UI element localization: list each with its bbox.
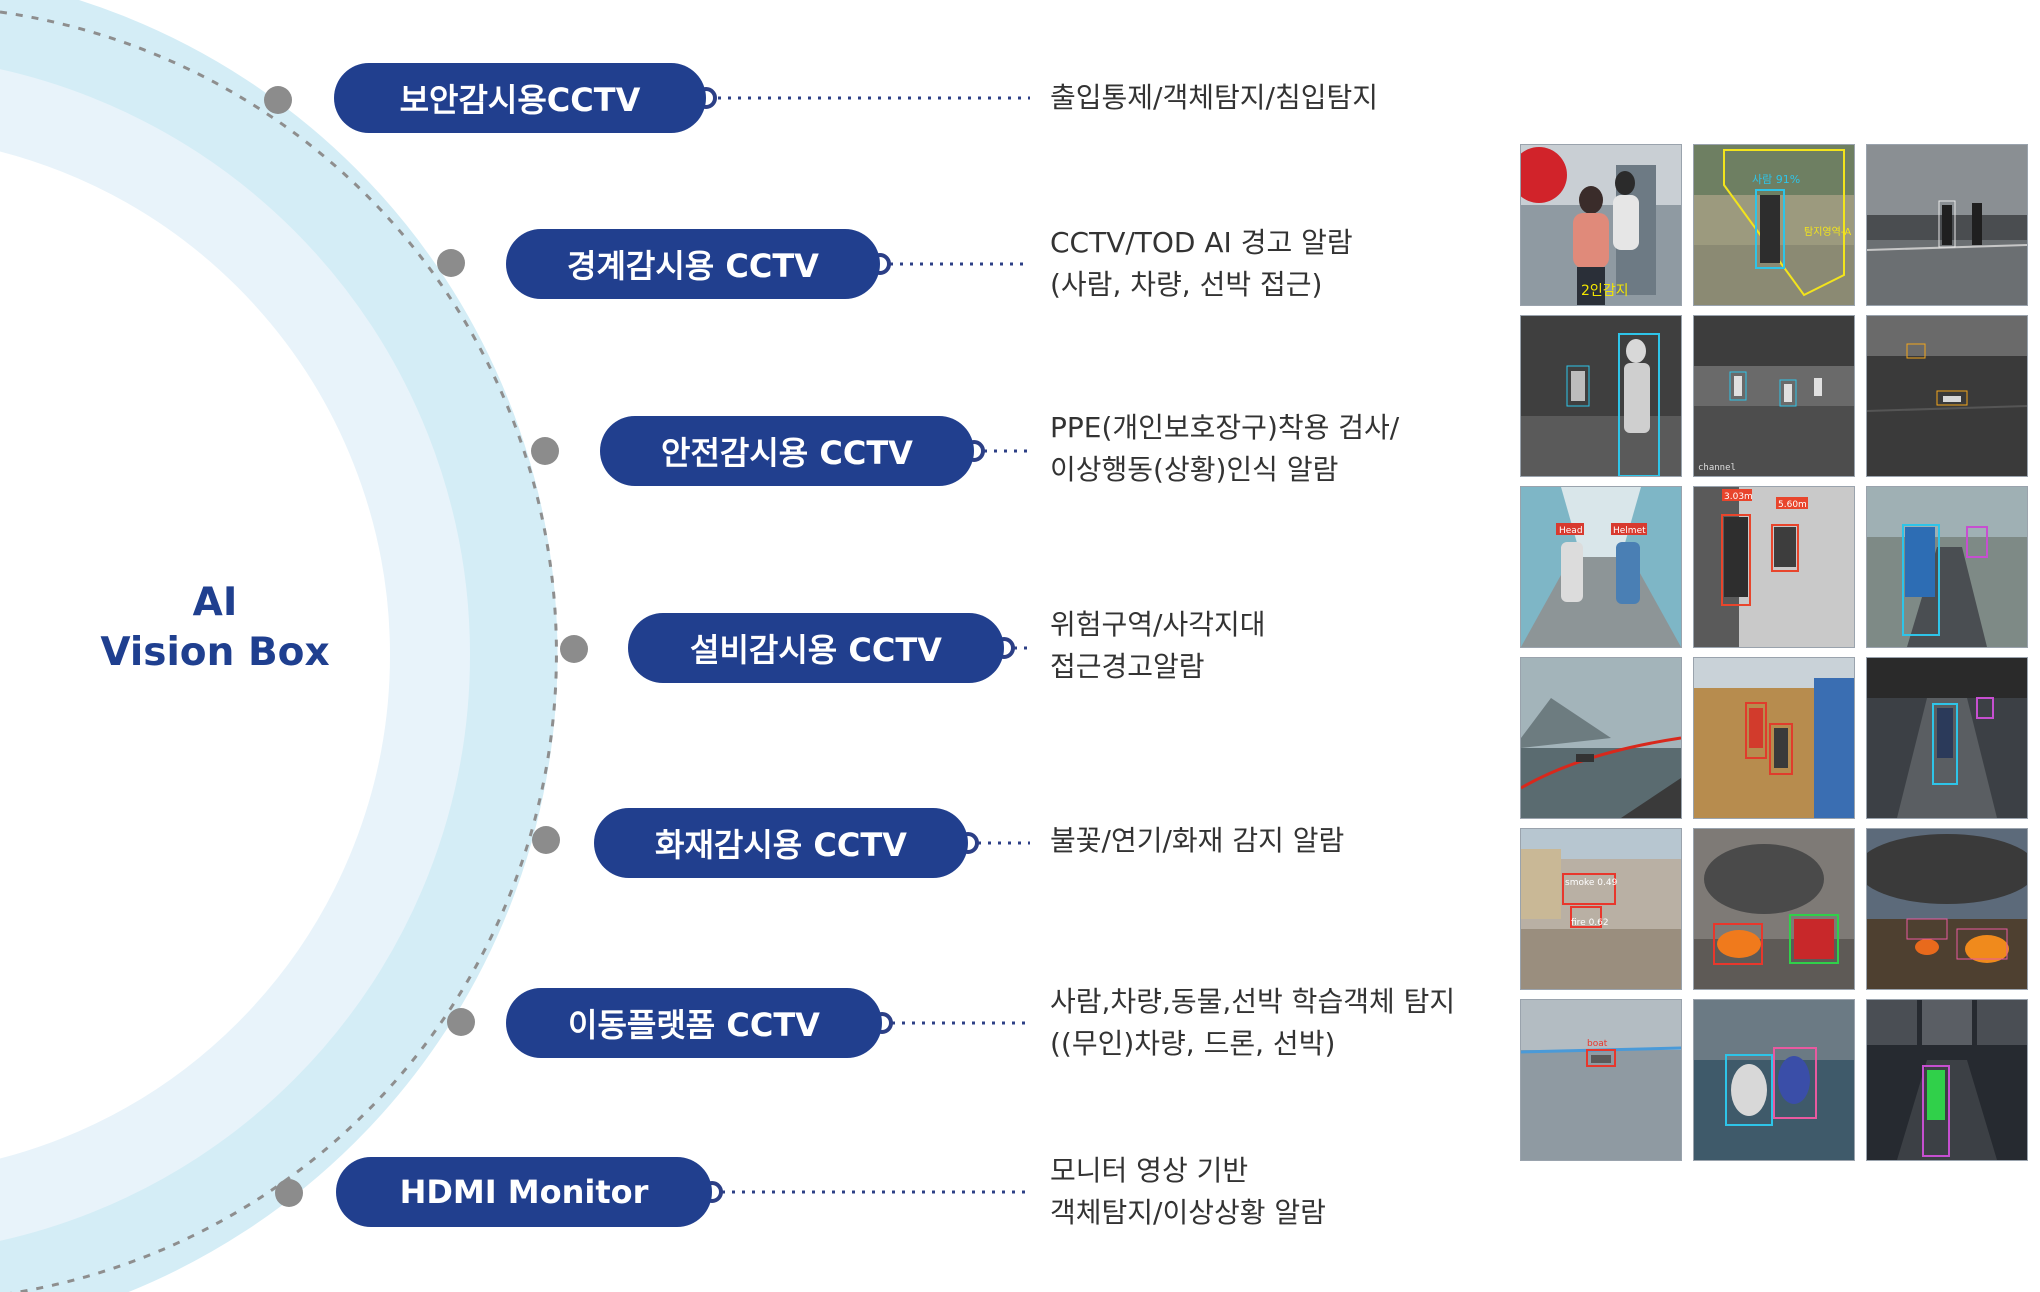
thumb-label: channel (1698, 463, 1736, 473)
thumb-road-cyclist (1866, 486, 2028, 648)
thumb-label: fire 0.62 (1571, 918, 1609, 928)
desc-line: CCTV/TOD AI 경고 알람 (1050, 226, 1353, 259)
desc-line: 사람,차량,동물,선박 학습객체 탐지 (1050, 985, 1456, 1018)
pill-hdmi-monitor: HDMI Monitor (336, 1157, 712, 1227)
desc-security-cctv: 출입통제/객체탐지/침입탐지 (1050, 77, 1378, 119)
thumb-hospital-hall: Head Helmet (1520, 486, 1682, 648)
thumb-label: 사람 91% (1752, 173, 1800, 186)
desc-line: 객체탐지/이상상황 알람 (1050, 1196, 1326, 1229)
pill-safety-cctv: 안전감시용 CCTV (600, 416, 974, 486)
desc-line: 출입통제/객체탐지/침입탐지 (1050, 81, 1378, 114)
hub-ring-inner (0, 69, 470, 1241)
thumb-wildfire (1866, 828, 2028, 990)
thumb-harbor-boat (1520, 657, 1682, 819)
hub-ring-outer (0, 0, 558, 1292)
arc-nodes (264, 86, 588, 1207)
pill-perimeter-cctv: 경계감시용 CCTV (506, 229, 880, 299)
desc-perimeter-cctv: CCTV/TOD AI 경고 알람 (사람, 차량, 선박 접근) (1050, 222, 1353, 306)
thumb-car-fire (1693, 828, 1855, 990)
pill-hdmi-monitor-label: HDMI Monitor (399, 1173, 649, 1211)
pill-safety-cctv-label: 안전감시용 CCTV (661, 434, 913, 472)
desc-line: (사람, 차량, 선박 접근) (1050, 268, 1323, 301)
thumb-label: Head (1559, 526, 1583, 536)
desc-line: 불꽃/연기/화재 감지 알람 (1050, 824, 1345, 857)
hub-title-line1: AI (192, 580, 238, 625)
pill-mobile-platform-cctv: 이동플랫폼 CCTV (506, 988, 882, 1058)
desc-safety-cctv: PPE(개인보호장구)착용 검사/ 이상행동(상황)인식 알람 (1050, 407, 1399, 491)
thumb-label: 2인감지 (1581, 283, 1629, 299)
dashed-arc (0, 10, 558, 1292)
desc-hdmi-monitor: 모니터 영상 기반 객체탐지/이상상황 알람 (1050, 1150, 1326, 1234)
desc-line: 위험구역/사각지대 (1050, 608, 1266, 641)
arc-node-6 (447, 1008, 475, 1036)
desc-fire-cctv: 불꽃/연기/화재 감지 알람 (1050, 820, 1344, 862)
thumb-corridor-person: 2인감지 (1520, 144, 1682, 306)
pill-mobile-platform-cctv-label: 이동플랫폼 CCTV (568, 1006, 820, 1044)
thumb-label: Helmet (1613, 526, 1646, 536)
desc-line: 모니터 영상 기반 (1050, 1154, 1249, 1187)
hub-title: AI Vision Box (60, 578, 370, 678)
thumb-label: 탐지영역-A (1804, 226, 1851, 238)
thumb-label: smoke 0.49 (1565, 878, 1618, 888)
thumb-distance-check: 3.03m 5.60m (1693, 486, 1855, 648)
pill-facility-cctv-label: 설비감시용 CCTV (690, 631, 942, 669)
arc-node-3 (531, 437, 559, 465)
desc-line: ((무인)차량, 드론, 선박) (1050, 1027, 1336, 1060)
arc-node-2 (437, 249, 465, 277)
thumb-thermal-person (1520, 315, 1682, 477)
thumb-smoke-yard: smoke 0.49 fire 0.62 (1520, 828, 1682, 990)
pill-perimeter-cctv-label: 경계감시용 CCTV (567, 247, 819, 285)
desc-line: 이상행동(상황)인식 알람 (1050, 453, 1339, 486)
thumb-night-yard (1866, 144, 2028, 306)
detection-thumbnail-grid: 2인감지 사람 91% 탐지영역-A (1520, 144, 2028, 1161)
arc-node-5 (532, 826, 560, 854)
pill-fire-cctv: 화재감시용 CCTV (594, 808, 968, 878)
thumb-sea-boat: boat (1520, 999, 1682, 1161)
desc-line: 접근경고알람 (1050, 650, 1205, 683)
thumb-label: boat (1587, 1039, 1608, 1049)
desc-facility-cctv: 위험구역/사각지대 접근경고알람 (1050, 604, 1266, 688)
thumb-construction-site (1693, 657, 1855, 819)
thumb-label: 5.60m (1778, 500, 1807, 510)
thumb-street-night (1866, 999, 2028, 1161)
thumb-thermal-field: channel (1693, 315, 1855, 477)
arc-node-7 (275, 1179, 303, 1207)
arc-node-1 (264, 86, 292, 114)
arc-node-4 (560, 635, 588, 663)
hub-title-line2: Vision Box (100, 630, 330, 675)
pill-security-cctv: 보안감시용CCTV (334, 63, 706, 133)
desc-line: PPE(개인보호장구)착용 검사/ (1050, 411, 1400, 444)
pill-fire-cctv-label: 화재감시용 CCTV (655, 826, 907, 864)
thumb-thermal-sea (1866, 315, 2028, 477)
thumb-bike-lane (1866, 657, 2028, 819)
pill-security-cctv-label: 보안감시용CCTV (399, 81, 641, 119)
desc-mobile-platform-cctv: 사람,차량,동물,선박 학습객체 탐지 ((무인)차량, 드론, 선박) (1050, 981, 1455, 1065)
thumb-field-zone: 사람 91% 탐지영역-A (1693, 144, 1855, 306)
thumb-label: 3.03m (1724, 492, 1753, 502)
pill-facility-cctv: 설비감시용 CCTV (628, 613, 1004, 683)
thumb-overhead-people (1693, 999, 1855, 1161)
